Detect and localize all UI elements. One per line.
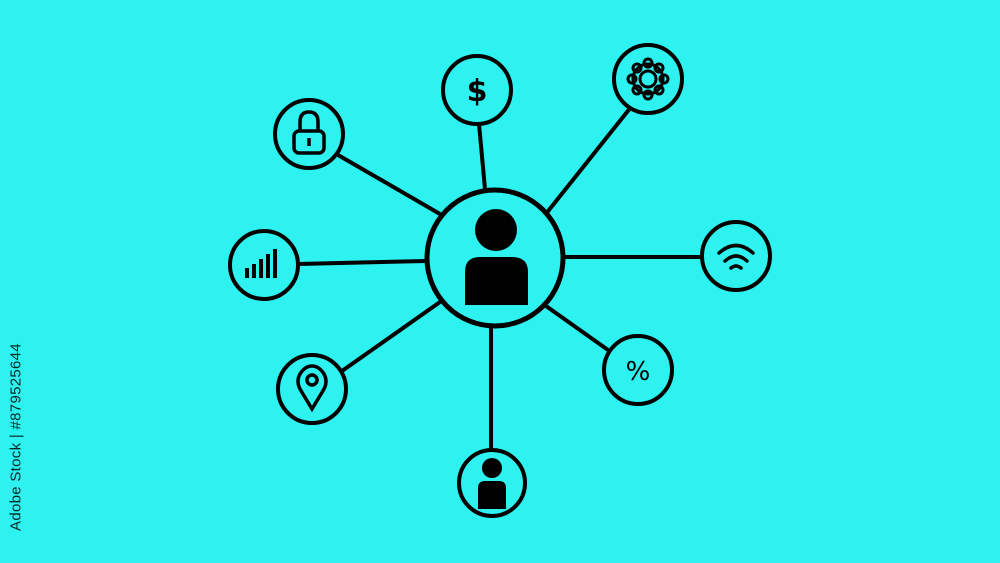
node-percent: % [602,334,674,406]
gear-icon [626,57,670,101]
node-gear [612,43,684,115]
node-signal [228,229,300,301]
connector-dollar [477,123,487,190]
node-dollar: $ [441,54,513,126]
connector-signal [297,259,427,266]
stock-id-text: Adobe Stock | #879525644 [7,343,25,531]
user-icon [465,209,528,305]
center-node [424,187,566,329]
percent-icon: % [626,357,651,387]
lock-icon [292,110,326,155]
node-location [276,353,348,425]
dollar-icon: $ [467,74,488,109]
connector-gear [543,105,633,217]
stock-id-label: Adobe Stock | #879525644 [6,322,26,552]
connector-lock [336,153,442,216]
node-wifi [700,220,772,292]
wifi-icon [717,243,755,270]
connector-location [340,300,442,373]
location-pin-icon [296,364,328,413]
node-user-bottom [457,448,527,518]
signal-bars-icon [245,249,277,278]
user-icon [478,458,506,509]
connector-percent [544,304,610,352]
connector-lines [297,105,702,451]
node-lock [273,98,345,170]
